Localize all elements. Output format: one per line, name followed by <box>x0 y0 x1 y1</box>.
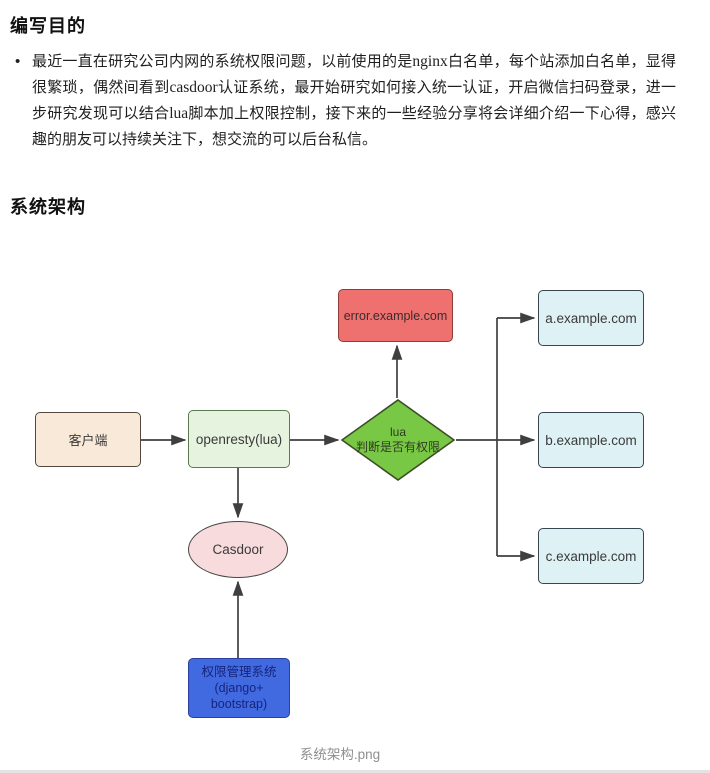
image-caption: 系统架构.png <box>299 747 381 762</box>
section-title-architecture: 系统架构 <box>10 197 86 217</box>
site-b-label: b.example.com <box>545 432 637 448</box>
paragraph-segment: 认证系统，最开始研究如何接入统一认证，开启微信扫码登录，进一步研究发现可以结合 <box>32 79 676 122</box>
architecture-diagram: 客户端 openresty(lua) error.example.com a.e… <box>0 240 710 765</box>
paragraph-text: 最近一直在研究公司内网的系统权限问题，以前使用的是nginx白名单，每个站添加白… <box>32 49 676 153</box>
site-b-node: b.example.com <box>538 412 644 468</box>
error-site-node: error.example.com <box>338 289 453 342</box>
decision-label-line1: lua <box>389 425 406 439</box>
paragraph-segment: nginx <box>412 53 448 70</box>
section-title-purpose: 编写目的 <box>10 16 86 36</box>
admin-system-node: 权限管理系统 (django+ bootstrap) <box>188 658 290 718</box>
openresty-label: openresty(lua) <box>195 431 283 447</box>
casdoor-label: Casdoor <box>212 542 264 557</box>
paragraph-segment: 脚本加上权限控制，接下来的一些经验分享将会详细介绍一下心得，感兴趣的朋友可以持续… <box>32 105 676 148</box>
client-label: 客户端 <box>68 433 108 448</box>
lua-decision-node: lua 判断是否有权限 <box>341 399 455 481</box>
paragraph-segment: 最近一直在研究公司内网的系统权限问题，以前使用的是 <box>32 53 413 70</box>
decision-diamond-shape <box>341 399 455 481</box>
error-site-label: error.example.com <box>343 308 448 323</box>
page-bottom-edge <box>0 770 710 773</box>
casdoor-node: Casdoor <box>188 521 288 578</box>
site-a-node: a.example.com <box>538 290 644 346</box>
site-c-node: c.example.com <box>538 528 644 584</box>
openresty-node: openresty(lua) <box>188 410 290 468</box>
decision-label-line2: 判断是否有权限 <box>355 440 440 454</box>
admin-label-line3: bootstrap) <box>210 697 268 711</box>
client-node: 客户端 <box>35 412 141 467</box>
admin-label-line1: 权限管理系统 <box>201 665 277 679</box>
paragraph-segment: casdoor <box>169 79 218 96</box>
connector-lines <box>141 312 536 658</box>
site-a-label: a.example.com <box>545 310 637 326</box>
site-c-label: c.example.com <box>545 548 637 564</box>
paragraph-segment: 白名单，每个站添加白名单，显得很繁琐，偶然间看到 <box>32 53 676 96</box>
admin-label-line2: (django+ <box>214 681 264 695</box>
paragraph-segment: lua <box>169 105 189 122</box>
bullet-marker: • <box>15 53 21 70</box>
